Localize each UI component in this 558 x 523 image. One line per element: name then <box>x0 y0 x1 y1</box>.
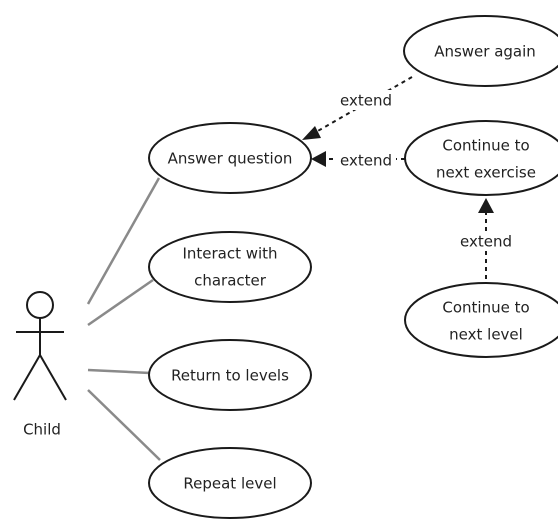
association-repeat-level <box>87 389 161 461</box>
actor-right-leg <box>39 354 67 401</box>
actor-label: Child <box>23 421 61 439</box>
association-interact-with-character <box>87 278 154 327</box>
extend-arrowhead-next-level <box>478 198 494 213</box>
use-case-answer-again-ellipse <box>403 15 558 87</box>
use-case-continue-next-level[interactable]: Continue to next level <box>404 282 558 358</box>
use-case-interact-with-character-label-line-2: character <box>194 272 267 290</box>
use-case-continue-next-exercise-label-line-1: Continue to <box>442 137 529 155</box>
actor-head <box>26 291 54 319</box>
extend-arrowhead-next-exercise <box>311 151 326 167</box>
extend-line-answer-again <box>315 76 413 133</box>
extend-label-answer-again: extend <box>340 92 392 110</box>
association-return-to-levels <box>87 368 151 375</box>
use-case-continue-next-exercise-ellipse <box>404 120 558 196</box>
use-case-continue-next-level-label-line-2: next level <box>449 326 523 344</box>
extend-label-next-exercise: extend <box>340 152 392 170</box>
use-case-return-to-levels[interactable]: Return to levels <box>148 339 312 411</box>
use-case-answer-again-label: Answer again <box>434 43 536 61</box>
use-case-answer-question-ellipse <box>148 122 312 194</box>
use-case-repeat-level-ellipse <box>148 447 312 519</box>
use-case-answer-question-label: Answer question <box>168 150 293 168</box>
use-case-repeat-level-label: Repeat level <box>183 475 276 493</box>
extend-label-next-level: extend <box>460 233 512 251</box>
association-answer-question <box>86 177 161 305</box>
use-case-continue-next-exercise[interactable]: Continue to next exercise <box>404 120 558 196</box>
actor-left-leg <box>13 354 41 401</box>
use-case-interact-with-character[interactable]: Interact with character <box>148 231 312 303</box>
use-case-continue-next-exercise-label-line-2: next exercise <box>436 164 536 182</box>
use-case-interact-with-character-label-line-1: Interact with <box>182 245 277 263</box>
actor-child: Child <box>13 291 67 439</box>
use-case-interact-with-character-ellipse <box>148 231 312 303</box>
use-case-return-to-levels-label: Return to levels <box>171 367 289 385</box>
use-case-continue-next-level-label-line-1: Continue to <box>442 299 529 317</box>
extend-label-bg-next-exercise <box>336 150 396 170</box>
use-case-repeat-level[interactable]: Repeat level <box>148 447 312 519</box>
use-case-return-to-levels-ellipse <box>148 339 312 411</box>
extend-label-bg-answer-again <box>336 90 396 110</box>
use-case-answer-question[interactable]: Answer question <box>148 122 312 194</box>
use-case-answer-again[interactable]: Answer again <box>403 15 558 87</box>
extend-arrowhead-answer-again <box>302 126 321 140</box>
extend-label-bg-next-level <box>456 231 516 251</box>
use-case-continue-next-level-ellipse <box>404 282 558 358</box>
